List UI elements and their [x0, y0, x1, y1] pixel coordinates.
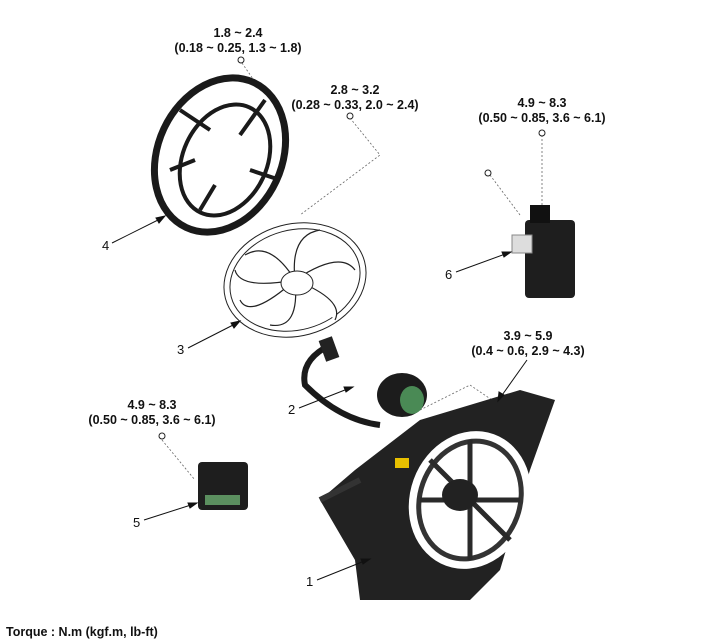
- torque-spec-resistor-bolt: 4.9 ~ 8.3(0.50 ~ 0.85, 3.6 ~ 6.1): [478, 96, 605, 126]
- fan-motor: [301, 336, 427, 428]
- torque-nm: 3.9 ~ 5.9: [503, 329, 553, 343]
- fan-resistor: [511, 205, 575, 298]
- callout-2: 2: [288, 402, 296, 417]
- torque-spec-shroud-bolt: 1.8 ~ 2.4(0.18 ~ 0.25, 1.3 ~ 1.8): [174, 26, 301, 56]
- callout-6: 6: [445, 267, 453, 282]
- callout-4: 4: [102, 238, 110, 253]
- fan-control-module: [198, 462, 248, 510]
- torque-spec-module-bolt: 4.9 ~ 8.3(0.50 ~ 0.85, 3.6 ~ 6.1): [88, 398, 215, 428]
- callout-3: 3: [177, 342, 185, 357]
- torque-nm: 4.9 ~ 8.3: [517, 96, 567, 110]
- torque-alt: (0.4 ~ 0.6, 2.9 ~ 4.3): [471, 344, 585, 358]
- torque-alt: (0.50 ~ 0.85, 3.6 ~ 6.1): [478, 111, 606, 125]
- torque-nm: 1.8 ~ 2.4: [213, 26, 263, 40]
- torque-units-note: Torque : N.m (kgf.m, lb-ft): [6, 625, 158, 639]
- torque-nm: 4.9 ~ 8.3: [127, 398, 177, 412]
- torque-spec-fan-nut: 2.8 ~ 3.2(0.28 ~ 0.33, 2.0 ~ 2.4): [291, 83, 418, 113]
- torque-alt: (0.28 ~ 0.33, 2.0 ~ 2.4): [291, 98, 419, 112]
- torque-alt: (0.18 ~ 0.25, 1.3 ~ 1.8): [174, 41, 302, 55]
- torque-spec-motor-bolt: 3.9 ~ 5.9(0.4 ~ 0.6, 2.9 ~ 4.3): [471, 329, 584, 359]
- callout-5: 5: [133, 515, 141, 530]
- cooling-fan: [223, 222, 367, 338]
- callout-1: 1: [306, 574, 314, 589]
- torque-nm: 2.8 ~ 3.2: [330, 83, 380, 97]
- fan-shroud-frame: [318, 390, 555, 600]
- fan-shroud-ring: [150, 74, 290, 236]
- torque-alt: (0.50 ~ 0.85, 3.6 ~ 6.1): [88, 413, 216, 427]
